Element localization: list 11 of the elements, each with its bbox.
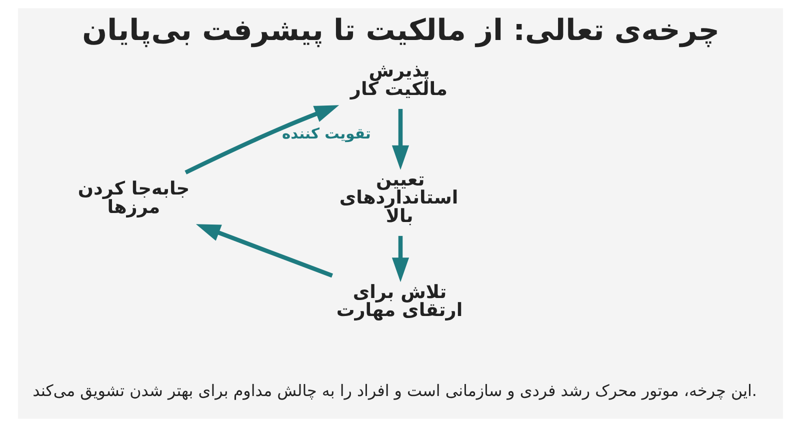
- node-text: تلاش برای ارتقای مهارت: [336, 282, 462, 322]
- arrow: [195, 224, 332, 278]
- node-text: پذیرش مالکیت کار: [350, 60, 448, 100]
- node-text: تعیین استانداردهای بالا: [338, 169, 458, 228]
- arrow: [391, 108, 409, 170]
- diagram-title: چرخه‌ی تعالی: از مالکیت تا پیشرفت بی‌پایان: [82, 13, 720, 48]
- node-text: جابه‌جا کردن مرزها: [77, 178, 190, 218]
- arrow: [391, 236, 409, 282]
- arrow: [184, 105, 339, 174]
- edge-label: تقویت کننده: [281, 125, 370, 142]
- caption: این چرخه، موتور محرک رشد فردی و سازمانی است و افراد را به چالش مداوم برای بهتر شدن تشویق می‌کند.: [32, 381, 756, 400]
